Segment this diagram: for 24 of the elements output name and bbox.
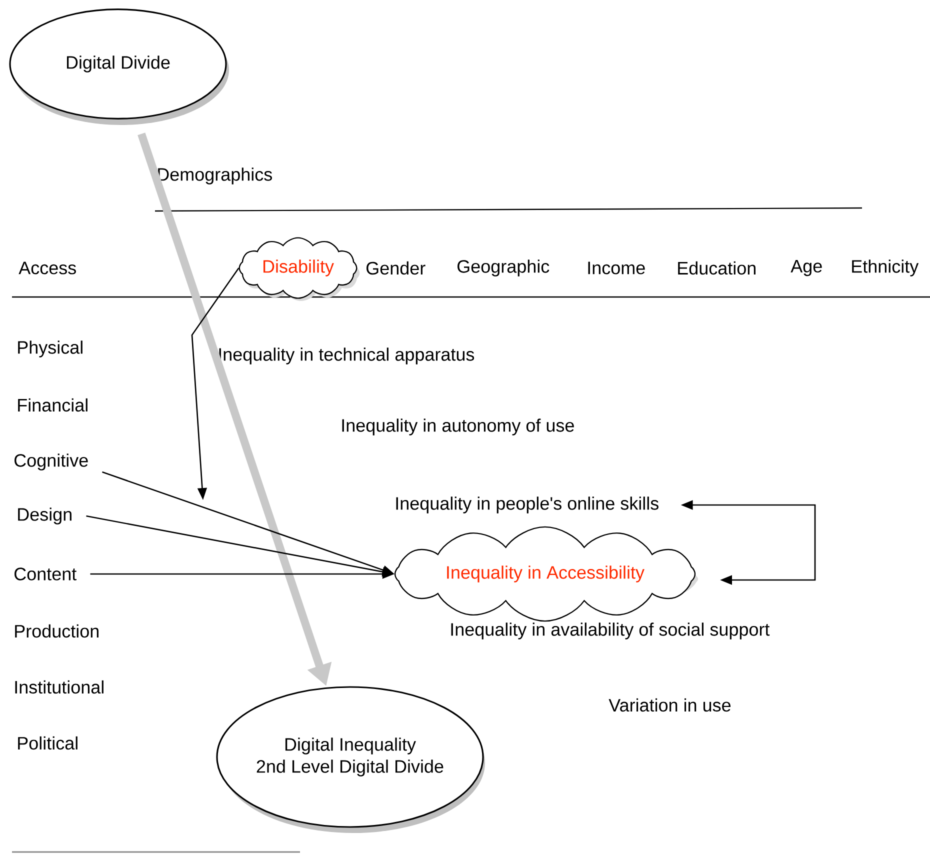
text-label: Financial — [18, 398, 88, 412]
cloud-node: Inequality in Accessibility — [394, 526, 698, 622]
text-label: Variation in use — [608, 698, 731, 712]
text-label: Institutional — [15, 680, 104, 694]
text-label: Inequality in people's online skills — [396, 496, 658, 514]
ellipse-node: Digital Divide — [9, 8, 229, 125]
text-label: Political — [18, 736, 78, 750]
text-label: Age — [790, 260, 822, 276]
text-label: Production — [15, 624, 98, 638]
text-label: Income — [588, 262, 645, 274]
text-label: Geographic — [458, 260, 550, 276]
text-label: Demographics — [158, 168, 272, 184]
text-label: Design — [18, 508, 72, 524]
text-label: Education — [678, 261, 756, 275]
text-label: Content — [14, 568, 76, 580]
cloud-node: Disability — [238, 237, 360, 301]
text-label: Cognitive — [14, 454, 88, 470]
ellipse-node: Digital Inequality 2nd Level Digital Divide — [216, 686, 485, 833]
text-label: Inequality in technical apparatus — [219, 348, 474, 364]
text-label: Access — [18, 262, 76, 274]
text-label: Inequality in availability of social support — [451, 622, 770, 640]
text-label: Ethnicity — [852, 260, 919, 276]
text-label: Physical — [18, 340, 82, 358]
text-label: Inequality in autonomy of use — [342, 418, 574, 436]
